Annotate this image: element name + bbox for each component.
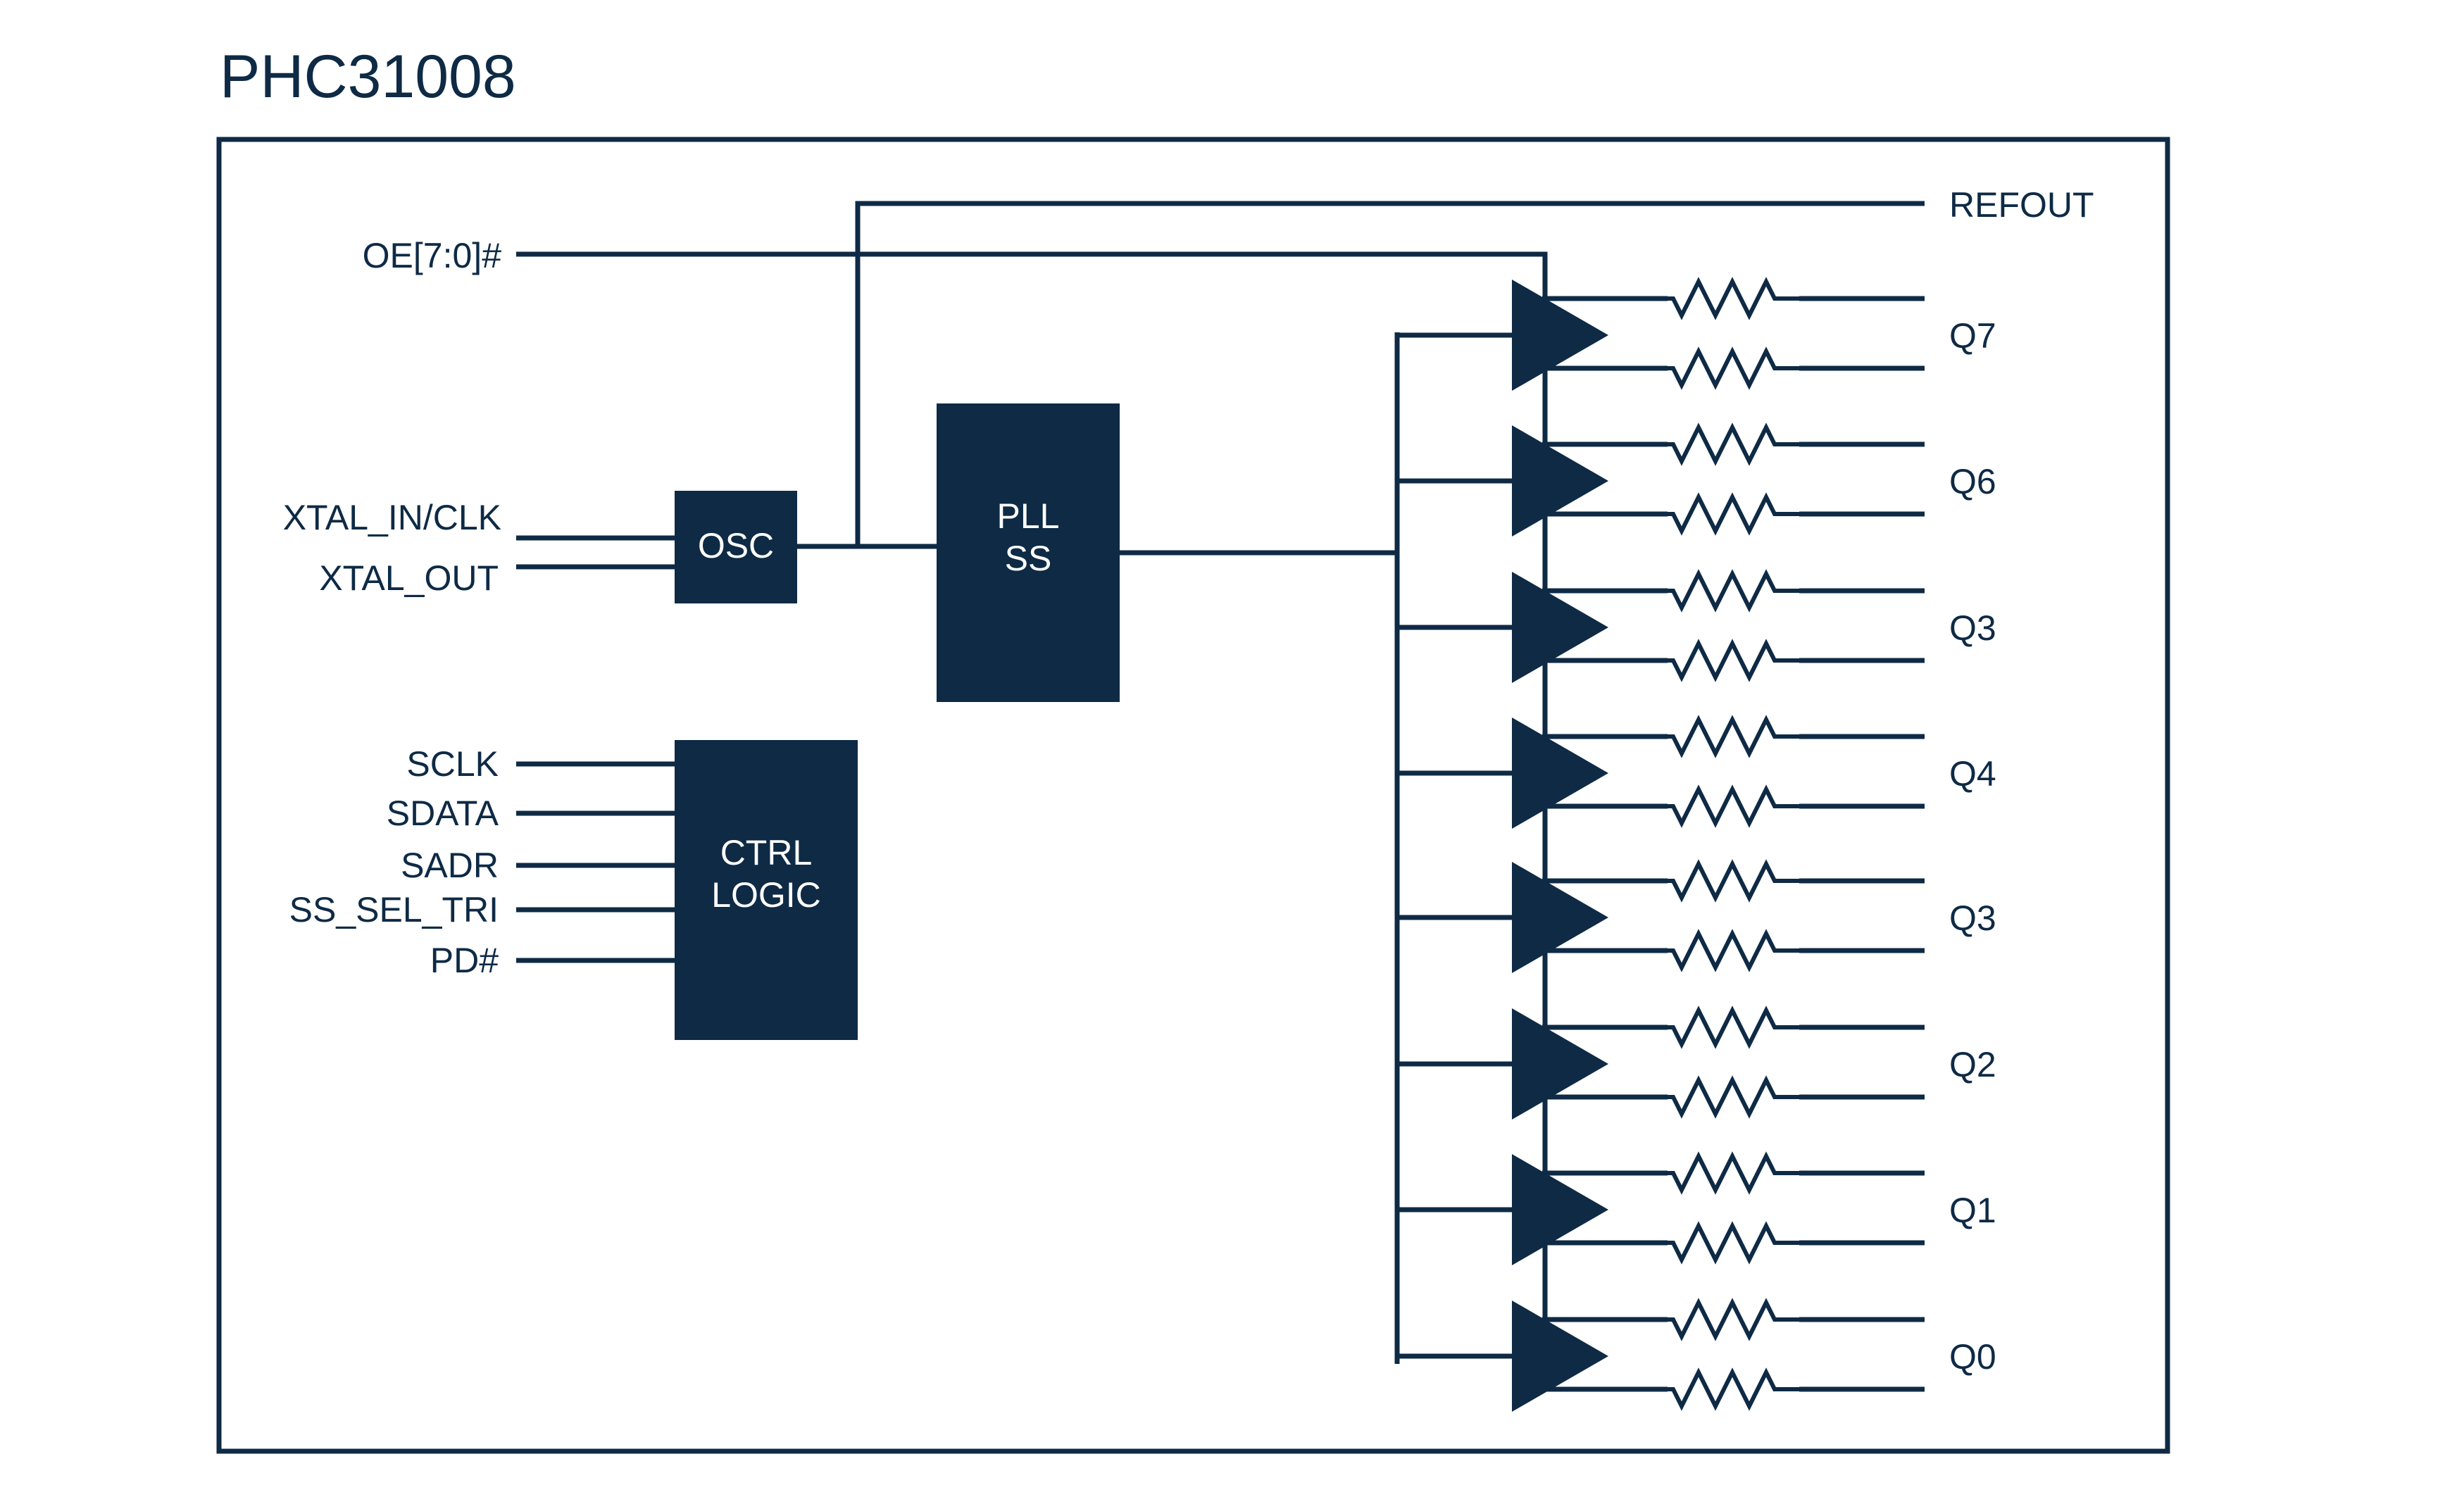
refout-wire	[855, 201, 1925, 546]
pll-label: PLL	[997, 496, 1060, 536]
control-input-label: PD#	[430, 941, 499, 980]
output-buffer: Q0	[1397, 1298, 1996, 1412]
output-buffer: Q4	[1397, 715, 1996, 829]
buffer-triangle-icon	[1512, 425, 1608, 537]
output-buffer: Q6	[1397, 422, 1996, 537]
resistor-icon	[1668, 1367, 1799, 1411]
oe-wire	[516, 251, 1548, 1320]
buffer-triangle-icon	[1512, 718, 1608, 829]
output-label: Q6	[1949, 462, 1996, 501]
output-label: Q2	[1949, 1045, 1996, 1084]
buffer-triangle-icon	[1512, 862, 1608, 973]
control-input-label: SCLK	[406, 744, 499, 784]
resistor-icon	[1668, 784, 1799, 828]
control-inputs: SCLK SDATA SADR SS_SEL_TRI PD#	[289, 744, 675, 980]
resistor-icon	[1668, 492, 1799, 536]
xtal-in-label: XTAL_IN/CLK	[283, 498, 501, 537]
control-input-label: SS_SEL_TRI	[289, 890, 499, 929]
resistor-icon	[1668, 1151, 1799, 1195]
resistor-icon	[1668, 1298, 1799, 1341]
buffer-triangle-icon	[1512, 1008, 1608, 1120]
pll-ss-block: PLL SS	[937, 403, 1120, 702]
output-buffer: Q1	[1397, 1151, 1996, 1265]
output-label: Q3	[1949, 608, 1996, 648]
resistor-icon	[1668, 1005, 1799, 1049]
ss-label: SS	[1005, 539, 1052, 578]
output-buffer: Q3	[1397, 859, 1996, 973]
control-input-label: SDATA	[387, 794, 499, 833]
chip-boundary	[216, 137, 2170, 1454]
resistor-icon	[1668, 422, 1799, 466]
output-label: Q0	[1949, 1337, 1996, 1377]
resistor-icon	[1668, 929, 1799, 972]
resistor-icon	[1668, 639, 1799, 682]
control-input-label: SADR	[401, 846, 499, 885]
osc-label: OSC	[698, 526, 774, 565]
osc-block: OSC	[675, 491, 797, 603]
diagram-title: PHC31008	[220, 43, 516, 111]
output-buffer: Q7	[1397, 277, 1996, 391]
refout-label: REFOUT	[1949, 185, 2094, 225]
buffer-triangle-icon	[1512, 280, 1608, 391]
output-label: Q3	[1949, 898, 1996, 938]
resistor-icon	[1668, 1221, 1799, 1265]
ctrl-logic-block: CTRL LOGIC	[675, 740, 858, 1040]
oe-label: OE[7:0]#	[363, 236, 502, 275]
logic-label: LOGIC	[711, 875, 821, 915]
ctrl-label: CTRL	[720, 833, 813, 872]
resistor-icon	[1668, 346, 1799, 390]
buffer-triangle-icon	[1512, 572, 1608, 683]
resistor-icon	[1668, 715, 1799, 758]
output-buffer: Q2	[1397, 1005, 1996, 1120]
resistor-icon	[1668, 1075, 1799, 1119]
resistor-icon	[1668, 277, 1799, 320]
resistor-icon	[1668, 569, 1799, 613]
buffer-triangle-icon	[1512, 1301, 1608, 1412]
output-label: Q7	[1949, 316, 1996, 356]
buffer-triangle-icon	[1512, 1154, 1608, 1265]
output-label: Q4	[1949, 754, 1996, 794]
output-buffer: Q3	[1397, 569, 1996, 683]
xtal-out-label: XTAL_OUT	[319, 558, 499, 598]
output-label: Q1	[1949, 1191, 1996, 1230]
resistor-icon	[1668, 859, 1799, 903]
